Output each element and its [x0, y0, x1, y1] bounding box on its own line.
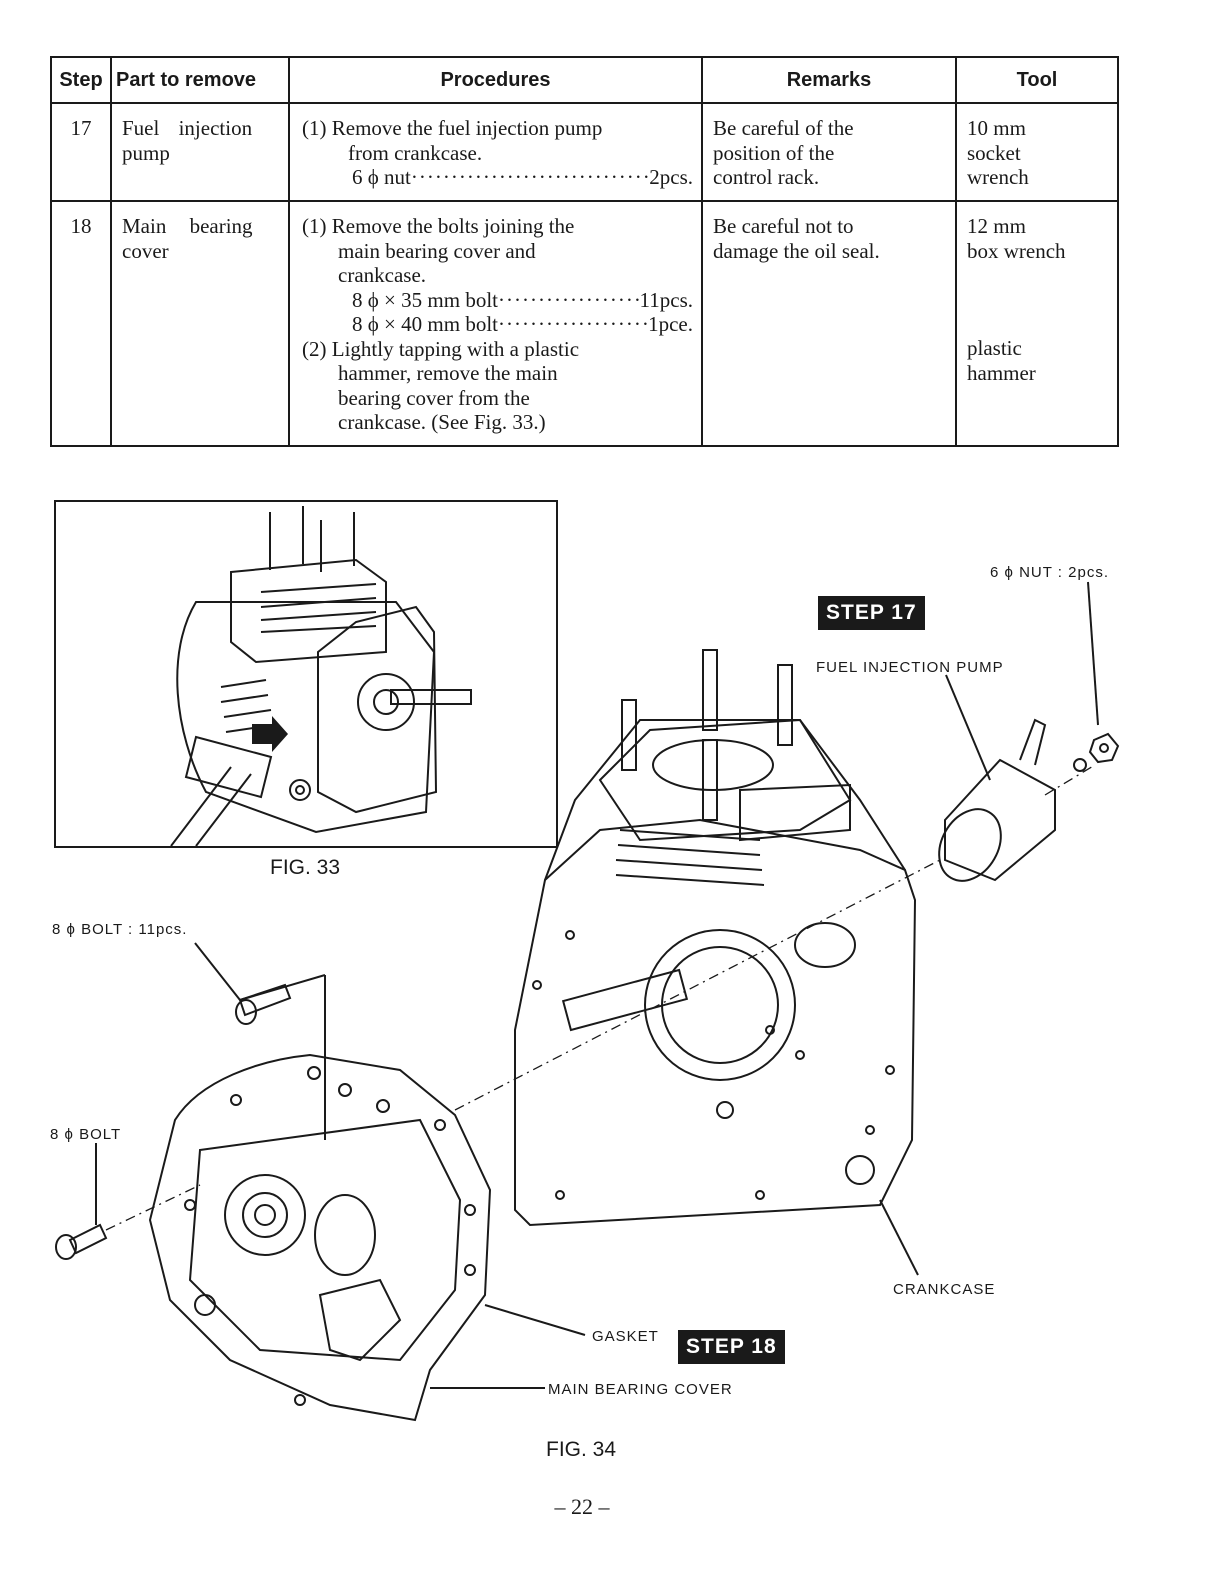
procedure-cell: (1) Remove the fuel injection pump from … — [288, 102, 703, 202]
fig33-illustration — [54, 500, 558, 848]
label-nut: 6 ϕ NUT : 2pcs. — [990, 564, 1109, 581]
remarks-line: Be careful not to — [713, 214, 854, 238]
label-gasket: GASKET — [592, 1328, 659, 1345]
part-line: Main bearing — [122, 214, 253, 238]
item-qty: 2pcs. — [649, 165, 693, 189]
step-number: 18 — [50, 200, 112, 447]
header-part: Part to remove — [110, 56, 290, 104]
part-line: Fuel injection — [122, 116, 253, 140]
procedure-item: 6 ϕ nut 2pcs. — [302, 165, 693, 190]
procedure-table: Step Part to remove Procedures Remarks T… — [50, 56, 1119, 447]
part-cell: Main bearing cover — [110, 200, 290, 447]
procedure-line: (1) Remove the bolts joining the — [302, 214, 575, 238]
procedure-line: (2) Lightly tapping with a plastic — [302, 336, 580, 361]
tool-line: 12 mm — [967, 214, 1026, 238]
header-step: Step — [50, 56, 112, 104]
remarks-line: control rack. — [713, 165, 820, 189]
step18-badge: STEP 18 — [678, 1330, 785, 1364]
label-fuel-injection-pump: FUEL INJECTION PUMP — [816, 659, 1004, 676]
fig34-caption: FIG. 34 — [546, 1438, 617, 1461]
remarks-cell: Be careful not to damage the oil seal. — [701, 200, 957, 447]
fig33-drawing — [170, 506, 472, 846]
part-line: pump — [122, 140, 170, 165]
tool-line: hammer — [967, 360, 1036, 385]
tool-line: wrench — [967, 165, 1029, 189]
part-line: cover — [122, 238, 169, 263]
procedure-line: bearing cover from the — [338, 385, 530, 410]
leader-dots — [411, 165, 649, 190]
procedure-item: 8 ϕ × 40 mm bolt 1pce. — [302, 312, 693, 337]
item-qty: 1pce. — [648, 312, 693, 336]
procedure-line: from crankcase. — [348, 140, 483, 165]
procedure-line: crankcase. (See Fig. 33.) — [338, 410, 546, 434]
label-main-bearing-cover: MAIN BEARING COVER — [548, 1381, 733, 1398]
tool-line: 10 mm — [967, 116, 1026, 140]
leader-dots — [498, 312, 648, 337]
label-crankcase: CRANKCASE — [893, 1281, 996, 1298]
header-remarks: Remarks — [701, 56, 957, 104]
label-bolt: 8 ϕ BOLT — [50, 1126, 122, 1143]
procedure-line: main bearing cover and — [338, 238, 536, 263]
step-number: 17 — [50, 102, 112, 202]
tool-cell: 10 mm socket wrench — [955, 102, 1119, 202]
table-row: 18 Main bearing cover (1) Remove the bol… — [50, 200, 1119, 447]
remarks-line: Be careful of the — [713, 116, 854, 140]
tool-line: box wrench — [967, 238, 1066, 263]
item-label: 8 ϕ × 35 mm bolt — [352, 287, 498, 312]
item-label: 6 ϕ nut — [352, 165, 411, 189]
tool-line: plastic — [967, 336, 1022, 360]
leader-dots — [498, 288, 640, 313]
page-number: – 22 – — [554, 1494, 610, 1519]
fig33-caption: FIG. 33 — [270, 856, 341, 879]
procedure-cell: (1) Remove the bolts joining the main be… — [288, 200, 703, 447]
part-cell: Fuel injection pump — [110, 102, 290, 202]
procedure-line: hammer, remove the main — [338, 361, 558, 385]
header-tool: Tool — [955, 56, 1119, 104]
procedure-line: crankcase. — [338, 263, 427, 287]
remarks-line: damage the oil seal. — [713, 238, 880, 263]
tool-line: socket — [967, 140, 1021, 165]
item-label: 8 ϕ × 40 mm bolt — [352, 312, 498, 336]
step17-badge: STEP 17 — [818, 596, 925, 630]
table-row: 17 Fuel injection pump (1) Remove the fu… — [50, 102, 1119, 202]
arrow-icon — [252, 716, 288, 752]
tool-cell: 12 mm box wrench plastic hammer — [955, 200, 1119, 447]
procedure-line: (1) Remove the fuel injection pump — [302, 116, 603, 140]
item-qty: 11pcs. — [639, 287, 693, 312]
label-bolt-11pcs: 8 ϕ BOLT : 11pcs. — [52, 921, 188, 938]
header-procedures: Procedures — [288, 56, 703, 104]
remarks-cell: Be careful of the position of the contro… — [701, 102, 957, 202]
table-header-row: Step Part to remove Procedures Remarks T… — [50, 56, 1119, 104]
procedure-item: 8 ϕ × 35 mm bolt 11pcs. — [302, 288, 693, 313]
remarks-line: position of the — [713, 140, 835, 165]
